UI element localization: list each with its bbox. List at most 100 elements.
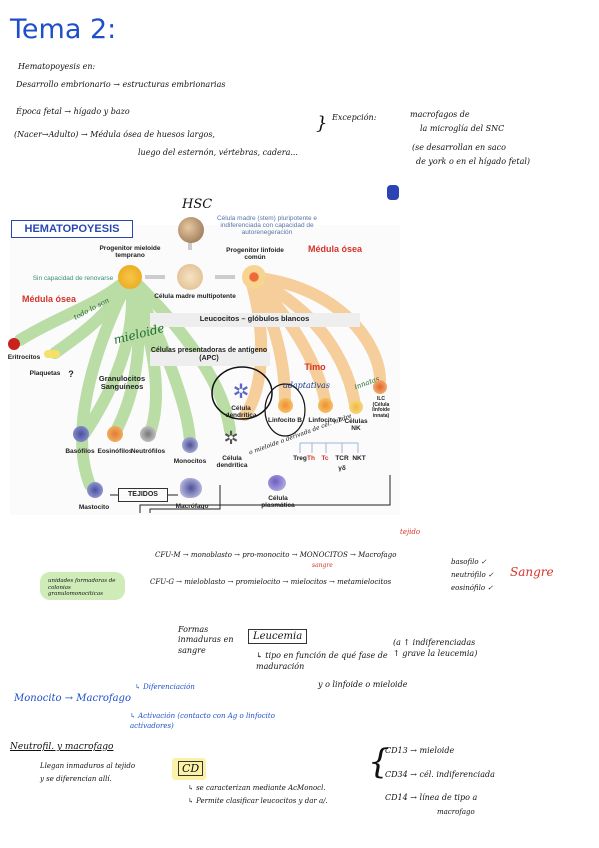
dendritic-cell-2-icon: ✲ <box>223 428 239 449</box>
nk-icon <box>349 400 363 414</box>
bracket-mark: } <box>316 113 328 134</box>
colonias-label: unidades formadoras de colonias granulom… <box>48 578 116 598</box>
adaptativas-note: adaptativas <box>283 381 330 390</box>
figure-paths <box>10 225 400 515</box>
stem-cell-icon <box>178 217 204 243</box>
plasma-cell-icon <box>268 475 286 491</box>
medula-osea-left: Médula ósea <box>21 294 77 304</box>
timo-label: Timo <box>304 362 326 372</box>
dendritic-cell-1-label: Célula dendrítica <box>225 405 257 420</box>
mastocyte-icon <box>87 482 103 498</box>
early-myeloid-cell-icon <box>118 265 142 289</box>
neutrophils-label: Neutrófilos <box>130 448 166 455</box>
neutrofil-desc-1: Llegan inmaduros al tejido <box>40 762 136 770</box>
cd-bracket: { <box>368 742 390 782</box>
cfu-m-sangre: sangre <box>312 562 333 569</box>
lymph-t-icon <box>318 398 333 413</box>
monocyte-icon <box>182 437 198 453</box>
cfu-g-line: CFU-G → mieloblasto → promielocito → mie… <box>150 578 392 586</box>
tipo-label: ↳ tipo en función de qué fase de madurac… <box>256 651 388 672</box>
lymphoid-progenitor-cell-icon <box>242 265 266 289</box>
neutrofilo-item: neutrófilo ✓ <box>451 571 494 579</box>
note-line-2: Época fetal → hígado y bazo <box>16 107 130 116</box>
exception-label: Excepción: <box>332 113 377 122</box>
page-title: Tema 2: <box>10 14 117 45</box>
basophil-icon <box>73 426 89 442</box>
cd34-line: CD34 → cél. indiferenciada <box>385 770 495 779</box>
cd-desc-1: ↳ se caracterizan mediante AcMonocl. <box>188 784 326 792</box>
colonias-highlight <box>40 572 125 600</box>
monocito-macrofago: Monocito → Macrofago <box>14 693 131 704</box>
lymph-b-icon <box>278 398 293 413</box>
lymph-b-label: Linfocito B <box>268 417 302 424</box>
sangre-red: Sangre <box>510 565 554 579</box>
platelets-icon <box>44 350 60 358</box>
multipotent-label: Célula madre multipotente <box>154 293 236 300</box>
linf-miel-label: y o linfoide o mieloide <box>318 680 408 689</box>
neutrofil-title: Neutrofil. y macrofago <box>10 742 114 752</box>
figure-title: HEMATOPOYESIS <box>11 220 133 238</box>
lymph-t-label: Linfocito T <box>308 417 342 424</box>
eosinophils-label: Eosinófilos <box>97 448 133 455</box>
lymphoid-progenitor-label: Progenitor linfoide común <box>226 247 284 262</box>
note-line-4: luego del esternón, vértebras, cadera... <box>138 148 298 157</box>
nk-label: Células NK <box>344 418 368 433</box>
medula-osea-right: Médula ósea <box>307 244 363 254</box>
page-marker-icon[interactable] <box>387 185 399 200</box>
th-label: Th <box>307 455 315 462</box>
formas-label: Formas inmaduras en sangre <box>178 625 234 655</box>
basophils-label: Basófilos <box>65 448 95 455</box>
nkt-label: NKT <box>352 455 366 462</box>
ilc-icon <box>373 380 387 394</box>
cfu-m-tejido: tejido <box>400 528 421 536</box>
plasma-label: Célula plasmática <box>261 495 295 510</box>
stem-cell-label: Célula madre (stem) pluripotente e indif… <box>216 215 318 237</box>
question-mark: ? <box>68 369 74 379</box>
eosinofilo-item: eosinófilo ✓ <box>451 584 494 592</box>
leucemia-box: Leucemia <box>248 629 308 644</box>
note-line-1: Desarrollo embrionario → estructuras emb… <box>16 80 226 89</box>
neutrofil-desc-2: y se diferencian allí. <box>40 775 112 783</box>
intro-line: Hematopoyesis en: <box>18 62 96 71</box>
erythrocytes-label: Eritrocitos <box>7 354 41 361</box>
cfu-m-line: CFU-M → monoblasto → pro-monocito → MONO… <box>155 551 397 559</box>
cd14-line-2: macrofago <box>437 808 475 816</box>
diferenciacion-label: ↳ Diferenciación <box>135 683 195 691</box>
hsc-note: HSC <box>182 197 213 212</box>
cd14-line: CD14 → línea de tipo a <box>385 793 478 802</box>
tc-label: Tc <box>321 455 329 462</box>
tejidos-box: TEJIDOS <box>118 488 168 502</box>
indif-label: (a ↑ indiferenciadas ↑ grave la leucemia… <box>393 638 478 659</box>
erythrocyte-icon <box>8 338 20 350</box>
apc-label: Células presentadoras de antígeno (APC) <box>150 347 268 362</box>
exception-text-1: macrofagos de <box>410 110 470 119</box>
mast-label: Mastocito <box>78 504 110 511</box>
dendritic-cell-1-icon: ✲ <box>232 379 250 403</box>
tcr-label: TCR <box>335 455 349 462</box>
treg-label: Treg <box>293 455 307 462</box>
exception-text-2: la microglía del SNC <box>420 124 505 133</box>
exception-text-3: (se desarrollan en saco <box>412 143 506 152</box>
monocytes-label: Monocitos <box>173 458 207 465</box>
basofilo-item: basofilo ✓ <box>451 558 487 566</box>
ilc-label: ILC (Célula linfoide innata) <box>372 396 390 419</box>
cd-box: CD <box>178 761 204 776</box>
no-renew-label: Sin capacidad de renovarse <box>32 275 114 282</box>
macrophage-label: Macrófago <box>175 503 209 510</box>
cd-desc-2: ↳ Permite clasificar leucocitos y dar a/… <box>188 797 328 805</box>
leukocytes-label: Leucocitos – glóbulos blancos <box>199 314 310 323</box>
exception-text-4: de york o en el hígado fetal) <box>416 157 531 166</box>
platelets-label: Plaquetas <box>29 370 61 377</box>
eosinophil-icon <box>107 426 123 442</box>
gd-label: γδ <box>338 465 346 472</box>
hematopoyesis-figure: HEMATOPOYESIS HSC Célula madre (stem) pl… <box>0 195 599 525</box>
dendritic-cell-2-label: Célula dendrítica <box>216 455 248 470</box>
neutrophil-icon <box>140 426 156 442</box>
granulocytes-label: Granulocitos Sanguíneos <box>98 374 146 392</box>
cd-highlight <box>172 758 206 780</box>
cd13-line: CD13 → mieloide <box>385 746 455 755</box>
multipotent-cell-icon <box>177 264 203 290</box>
macrophage-icon <box>180 478 202 498</box>
note-line-3: (Nacer→Adulto) → Médula ósea de huesos l… <box>14 130 215 139</box>
early-myeloid-label: Progenitor mieloide temprano <box>99 245 161 260</box>
